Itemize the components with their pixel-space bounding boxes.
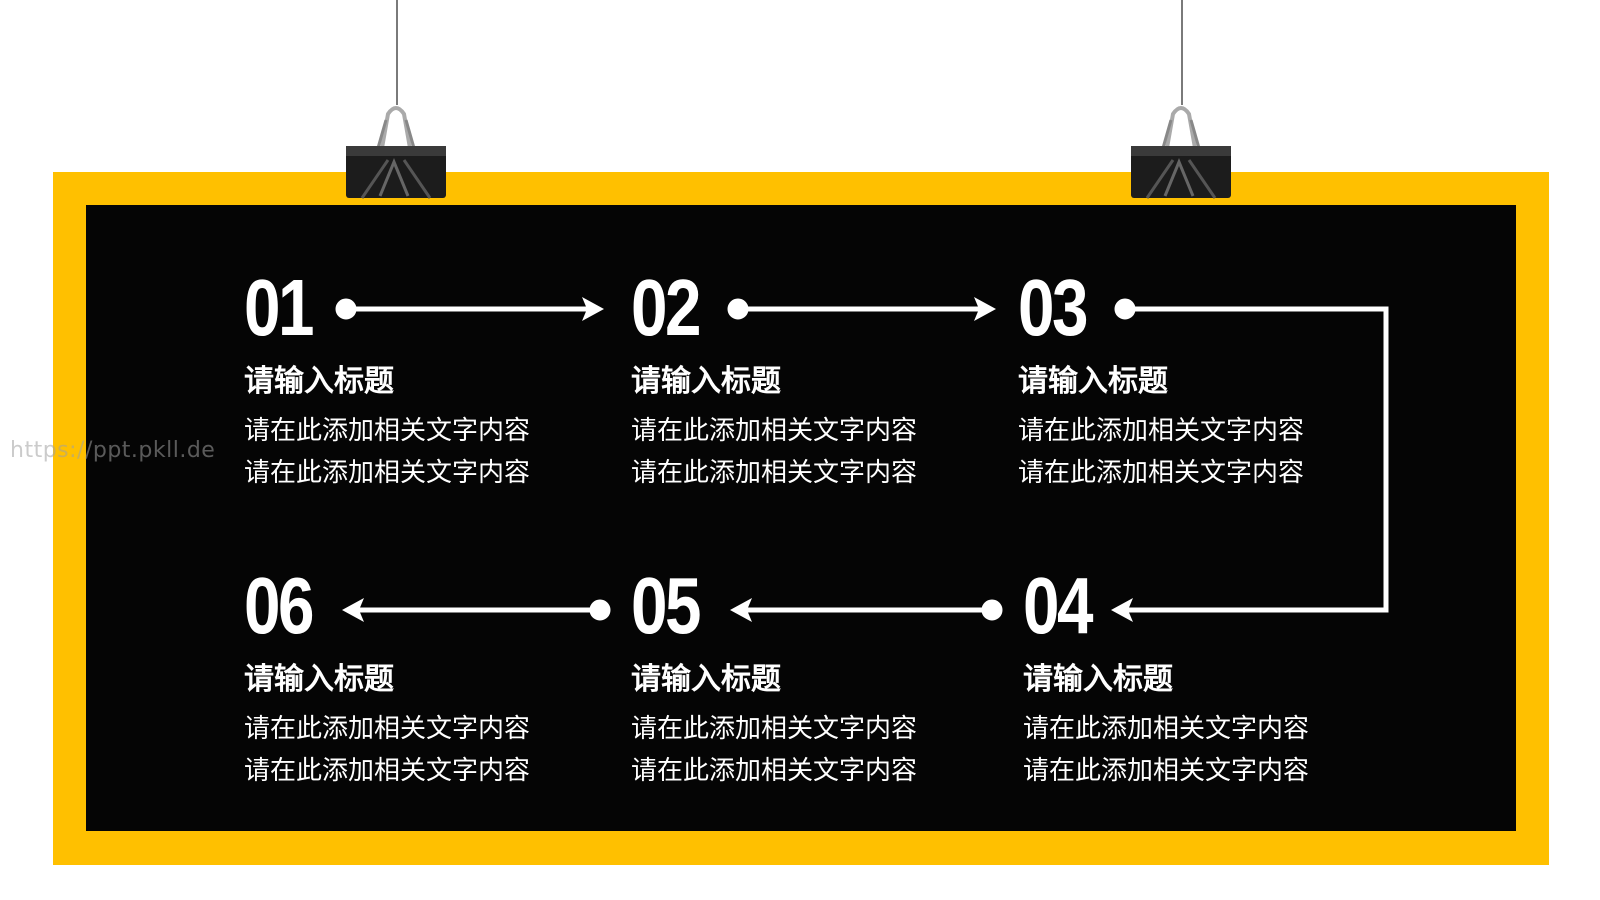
step-title: 请输入标题 [244,662,394,697]
step-description-line: 请在此添加相关文字内容 [631,714,918,744]
binder-clip-icon [346,106,446,199]
step-description-line: 请在此添加相关文字内容 [244,458,531,488]
step-description: 请在此添加相关文字内容 请在此添加相关文字内容 [631,410,917,494]
step-title: 请输入标题 [1018,364,1168,399]
step-title: 请输入标题 [244,364,394,399]
step-description: 请在此添加相关文字内容 请在此添加相关文字内容 [1018,410,1304,494]
step-03: 03 请输入标题 请在此添加相关文字内容 请在此添加相关文字内容 [1018,263,1304,489]
step-description-line: 请在此添加相关文字内容 [631,756,918,786]
step-title: 请输入标题 [631,662,781,697]
step-number: 04 [1023,561,1094,650]
step-description: 请在此添加相关文字内容 请在此添加相关文字内容 [631,708,917,792]
step-title: 请输入标题 [1023,662,1173,697]
step-description-line: 请在此添加相关文字内容 [631,416,918,446]
step-number: 03 [1018,263,1089,352]
step-description-line: 请在此添加相关文字内容 [1018,458,1305,488]
step-description-line: 请在此添加相关文字内容 [1018,416,1305,446]
step-description-line: 请在此添加相关文字内容 [1023,714,1310,744]
step-title: 请输入标题 [631,364,781,399]
step-number: 02 [631,263,702,352]
binder-clip-icon [1131,106,1231,199]
step-description-line: 请在此添加相关文字内容 [244,416,531,446]
hanging-string-right [1181,0,1183,105]
step-02: 02 请输入标题 请在此添加相关文字内容 请在此添加相关文字内容 [631,263,917,489]
step-description: 请在此添加相关文字内容 请在此添加相关文字内容 [244,410,530,494]
step-04: 04 请输入标题 请在此添加相关文字内容 请在此添加相关文字内容 [1023,561,1309,787]
step-description: 请在此添加相关文字内容 请在此添加相关文字内容 [1023,708,1309,792]
step-number: 05 [631,561,702,650]
step-05: 05 请输入标题 请在此添加相关文字内容 请在此添加相关文字内容 [631,561,917,787]
step-description-line: 请在此添加相关文字内容 [244,714,531,744]
step-description-line: 请在此添加相关文字内容 [631,458,918,488]
step-description-line: 请在此添加相关文字内容 [244,756,531,786]
step-01: 01 请输入标题 请在此添加相关文字内容 请在此添加相关文字内容 [244,263,530,489]
step-description-line: 请在此添加相关文字内容 [1023,756,1310,786]
step-06: 06 请输入标题 请在此添加相关文字内容 请在此添加相关文字内容 [244,561,530,787]
step-number: 06 [244,561,315,650]
step-number: 01 [244,263,315,352]
hanging-string-left [396,0,398,105]
watermark: https://ppt.pkll.de [10,438,216,463]
step-description: 请在此添加相关文字内容 请在此添加相关文字内容 [244,708,530,792]
